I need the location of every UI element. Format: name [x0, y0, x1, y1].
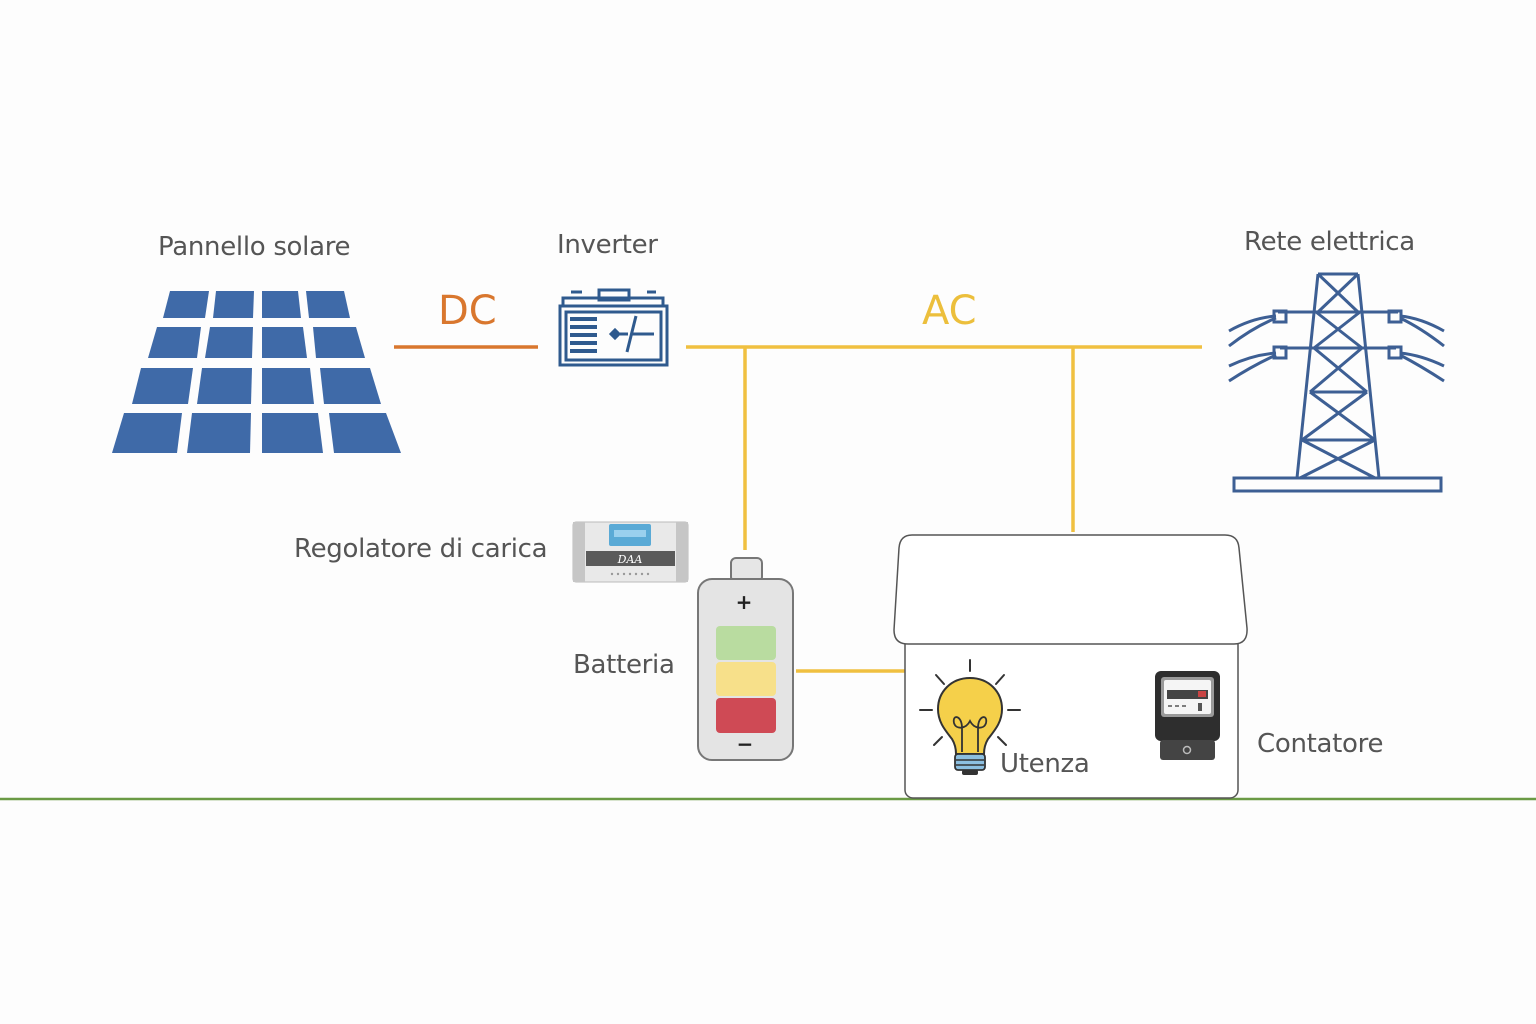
transmission-tower-icon: [1228, 272, 1445, 493]
solar-panel-icon: [112, 291, 401, 453]
meter-label: Contatore: [1257, 729, 1384, 759]
load-label: Utenza: [1000, 749, 1090, 779]
grid-label: Rete elettrica: [1244, 227, 1415, 257]
battery-negative-terminal: −: [737, 732, 754, 756]
charge-controller-display-text: DAA: [617, 553, 643, 566]
inverter-icon: [558, 288, 669, 367]
solar-panel-label: Pannello solare: [158, 232, 351, 262]
inverter-label: Inverter: [557, 230, 658, 260]
battery-positive-terminal: +: [736, 590, 753, 614]
battery-label: Batteria: [573, 650, 675, 680]
light-bulb-icon: [919, 659, 1021, 775]
battery-level-green: [716, 626, 776, 660]
battery-icon: + −: [697, 557, 794, 761]
dc-flow-label: DC: [438, 288, 497, 334]
charge-controller-label: Regolatore di carica: [294, 534, 548, 564]
house-icon: [893, 534, 1248, 799]
electric-meter-icon: [1155, 671, 1220, 760]
battery-level-yellow: [716, 662, 776, 696]
ac-connection-lines: [686, 345, 1202, 673]
charge-controller-icon: DAA: [572, 521, 689, 583]
battery-level-red: [716, 698, 776, 733]
ac-flow-label: AC: [922, 288, 977, 334]
